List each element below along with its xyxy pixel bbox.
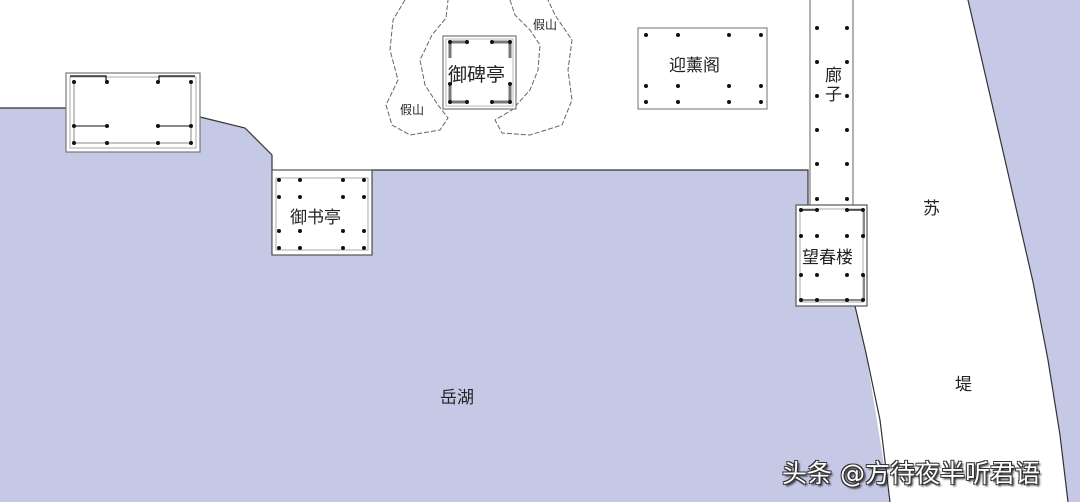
label-yingxun-pavilion: 迎薰阁 bbox=[669, 56, 720, 76]
wangchun-tower bbox=[795, 204, 868, 307]
label-su-causeway-1: 苏 bbox=[923, 199, 940, 219]
rockery-outline-west bbox=[385, 0, 449, 136]
west-lake-water bbox=[968, 0, 1080, 502]
label-wangchun-tower: 望春楼 bbox=[802, 248, 853, 268]
label-rockery-east: 假山 bbox=[533, 18, 558, 32]
sudi-east-shore bbox=[967, 0, 1069, 502]
yushu-pavilion bbox=[271, 169, 373, 256]
watermark: 头条 @方待夜半听君语 bbox=[782, 459, 1040, 488]
yubei-pavilion bbox=[442, 35, 517, 110]
rockery-outline-east bbox=[494, 0, 573, 136]
label-corridor: 廊子 bbox=[821, 66, 841, 104]
yingxun-pavilion bbox=[637, 27, 768, 110]
label-yubei-pavilion: 御碑亭 bbox=[448, 64, 506, 86]
pavilion-northwest bbox=[65, 72, 201, 153]
corridor bbox=[809, 0, 854, 207]
sudi-west-shore bbox=[854, 305, 891, 502]
label-rockery-west: 假山 bbox=[400, 103, 425, 117]
label-yushu-pavilion: 御书亭 bbox=[290, 208, 341, 228]
yuehu-lake bbox=[0, 108, 890, 502]
label-su-causeway-2: 堤 bbox=[955, 375, 972, 395]
label-yue-lake: 岳湖 bbox=[440, 388, 474, 408]
